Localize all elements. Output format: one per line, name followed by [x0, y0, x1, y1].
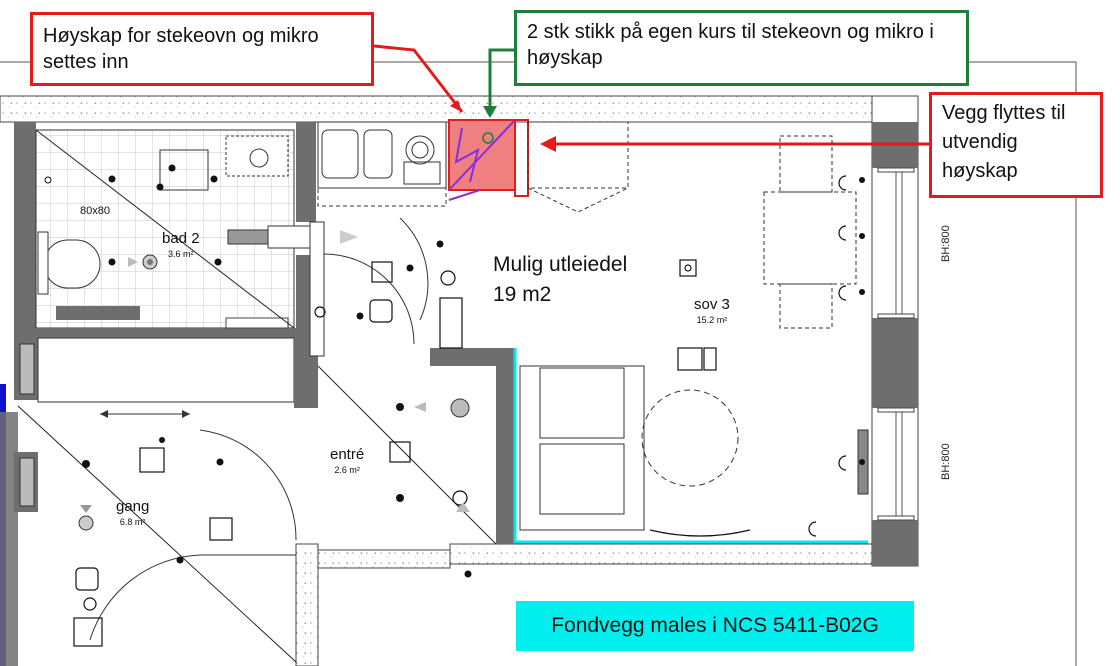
callout-wall-moved: Vegg flyttes til utvendig høyskap	[929, 92, 1103, 198]
arrow-high-cabinet	[373, 44, 464, 113]
entre-diagonal	[317, 365, 497, 545]
bath-wall-bottom	[14, 328, 314, 338]
bath-wall-right	[296, 122, 316, 222]
moved-wall-marker	[514, 119, 529, 197]
exterior-wall-bottom	[449, 543, 891, 565]
room-gang: gang 6.8 m²	[116, 498, 149, 527]
room-entre-area: 2.6 m²	[334, 465, 360, 475]
room-entre: entré 2.6 m²	[330, 446, 364, 475]
room-sov3-area: 15.2 m²	[696, 315, 728, 325]
room-gang-name: gang	[116, 498, 150, 515]
room-gang-area: 6.8 m²	[119, 517, 146, 527]
callout-high-cabinet-text: Høyskap for stekeovn og mikro settes inn	[43, 25, 319, 73]
bed	[519, 365, 645, 531]
room-entre-name: entré	[330, 446, 365, 463]
callout-high-cabinet: Høyskap for stekeovn og mikro settes inn	[30, 12, 374, 86]
bath-wall-left	[14, 122, 36, 332]
round-table	[641, 389, 739, 487]
callout-wall-moved-text: Vegg flyttes til utvendig høyskap	[942, 102, 1066, 182]
room-bad2-name: bad 2	[162, 230, 200, 247]
shower-size-label: 80x80	[80, 205, 110, 217]
wall-stub-bottom	[295, 543, 319, 666]
feature-wall-line	[513, 348, 868, 544]
toilet	[43, 239, 101, 289]
gang-diagonal	[17, 405, 297, 663]
callout-feature-wall: Fondvegg males i NCS 5411-B02G	[516, 601, 914, 651]
callout-sockets: 2 stk stikk på egen kurs til stekeovn og…	[514, 10, 969, 86]
window-height-label-2: BH:800	[940, 443, 952, 480]
room-sov3-name: sov 3	[694, 296, 730, 313]
callout-feature-wall-text: Fondvegg males i NCS 5411-B02G	[551, 614, 879, 637]
rental-line2: 19 m2	[493, 283, 552, 306]
room-sov3: sov 3 15.2 m²	[694, 296, 730, 325]
wall-stub-bottom2	[317, 549, 451, 569]
room-bad2-area: 3.6 m²	[168, 249, 194, 259]
rental-line1: Mulig utleiedel	[493, 253, 628, 276]
arrow-sockets	[488, 48, 514, 116]
callout-sockets-text: 2 stk stikk på egen kurs til stekeovn og…	[527, 21, 934, 69]
rental-label: Mulig utleiedel 19 m2	[493, 250, 627, 310]
window-height-label-1: BH:800	[940, 225, 952, 262]
shower-diagonal	[35, 129, 295, 329]
room-bad2: bad 2 3.6 m²	[162, 230, 200, 259]
